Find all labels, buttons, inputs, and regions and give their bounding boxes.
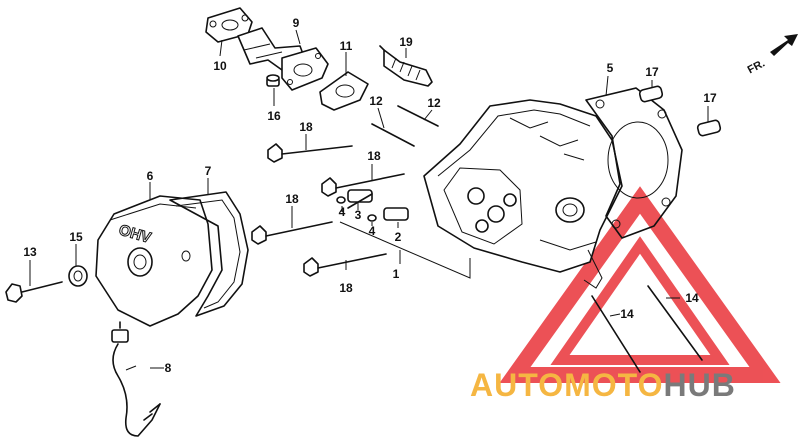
watermark-part-moto: MOTO: [564, 367, 663, 403]
part-cylinder-head-1: [423, 99, 623, 289]
callout-4a: 4: [339, 205, 346, 219]
watermark-text: AUTOMOTOHUB: [470, 367, 736, 403]
callout-8: 8: [165, 361, 172, 375]
callout-11: 11: [340, 39, 353, 53]
part-bolt-13: [5, 281, 63, 303]
callout-18b: 18: [367, 149, 381, 163]
front-label: FR.: [746, 57, 767, 76]
callout-9: 9: [293, 16, 300, 30]
callout-1: 1: [393, 267, 400, 281]
part-wire-8: [111, 321, 161, 437]
callout-5: 5: [607, 61, 614, 75]
callout-labels: 1 2 3 4 4 5 6 7 8 9 10 11 12 12 13 14 14…: [23, 16, 717, 375]
callout-3: 3: [355, 208, 362, 222]
callout-15: 15: [69, 230, 83, 244]
front-arrow-icon: [770, 34, 798, 56]
part-nut-16: [266, 74, 280, 87]
callout-2: 2: [395, 230, 402, 244]
callout-18d: 18: [339, 281, 353, 295]
callout-10: 10: [213, 59, 227, 73]
callout-12b: 12: [427, 96, 441, 110]
callout-7: 7: [205, 164, 212, 178]
callout-4b: 4: [369, 224, 376, 238]
callout-14b: 14: [685, 291, 699, 305]
callout-19: 19: [399, 35, 413, 49]
watermark-triangle: [499, 186, 781, 383]
callout-17a: 17: [645, 65, 659, 79]
callout-17b: 17: [703, 91, 717, 105]
callout-14a: 14: [620, 307, 634, 321]
part-insulator-11: [319, 71, 369, 111]
part-cover-gasket-7: [169, 191, 249, 317]
part-dowels-17: [638, 85, 722, 137]
part-head-gasket-5: [585, 87, 683, 239]
part-bolts-18: [251, 143, 405, 277]
part-head-cover-6: OHV: [95, 195, 213, 327]
leader-lines: [29, 29, 709, 371]
callout-13: 13: [23, 245, 37, 259]
callout-18c: 18: [285, 192, 299, 206]
part-intake-pipe-9: [237, 27, 329, 91]
callout-6: 6: [147, 169, 154, 183]
watermark-part-auto: AUTO: [470, 367, 564, 403]
front-direction-indicator: FR.: [746, 34, 798, 76]
callout-12a: 12: [369, 94, 383, 108]
watermark-part-hub: HUB: [663, 367, 735, 403]
part-long-studs-14: [591, 285, 703, 373]
part-dowels: [336, 189, 409, 222]
part-studs-12: [371, 105, 439, 147]
callout-18a: 18: [299, 120, 313, 134]
callout-16: 16: [267, 109, 281, 123]
part-collar-15: [68, 265, 88, 287]
watermark-logo: AUTOMOTOHUB: [470, 367, 736, 403]
part-spark-plug-19: [379, 45, 433, 87]
